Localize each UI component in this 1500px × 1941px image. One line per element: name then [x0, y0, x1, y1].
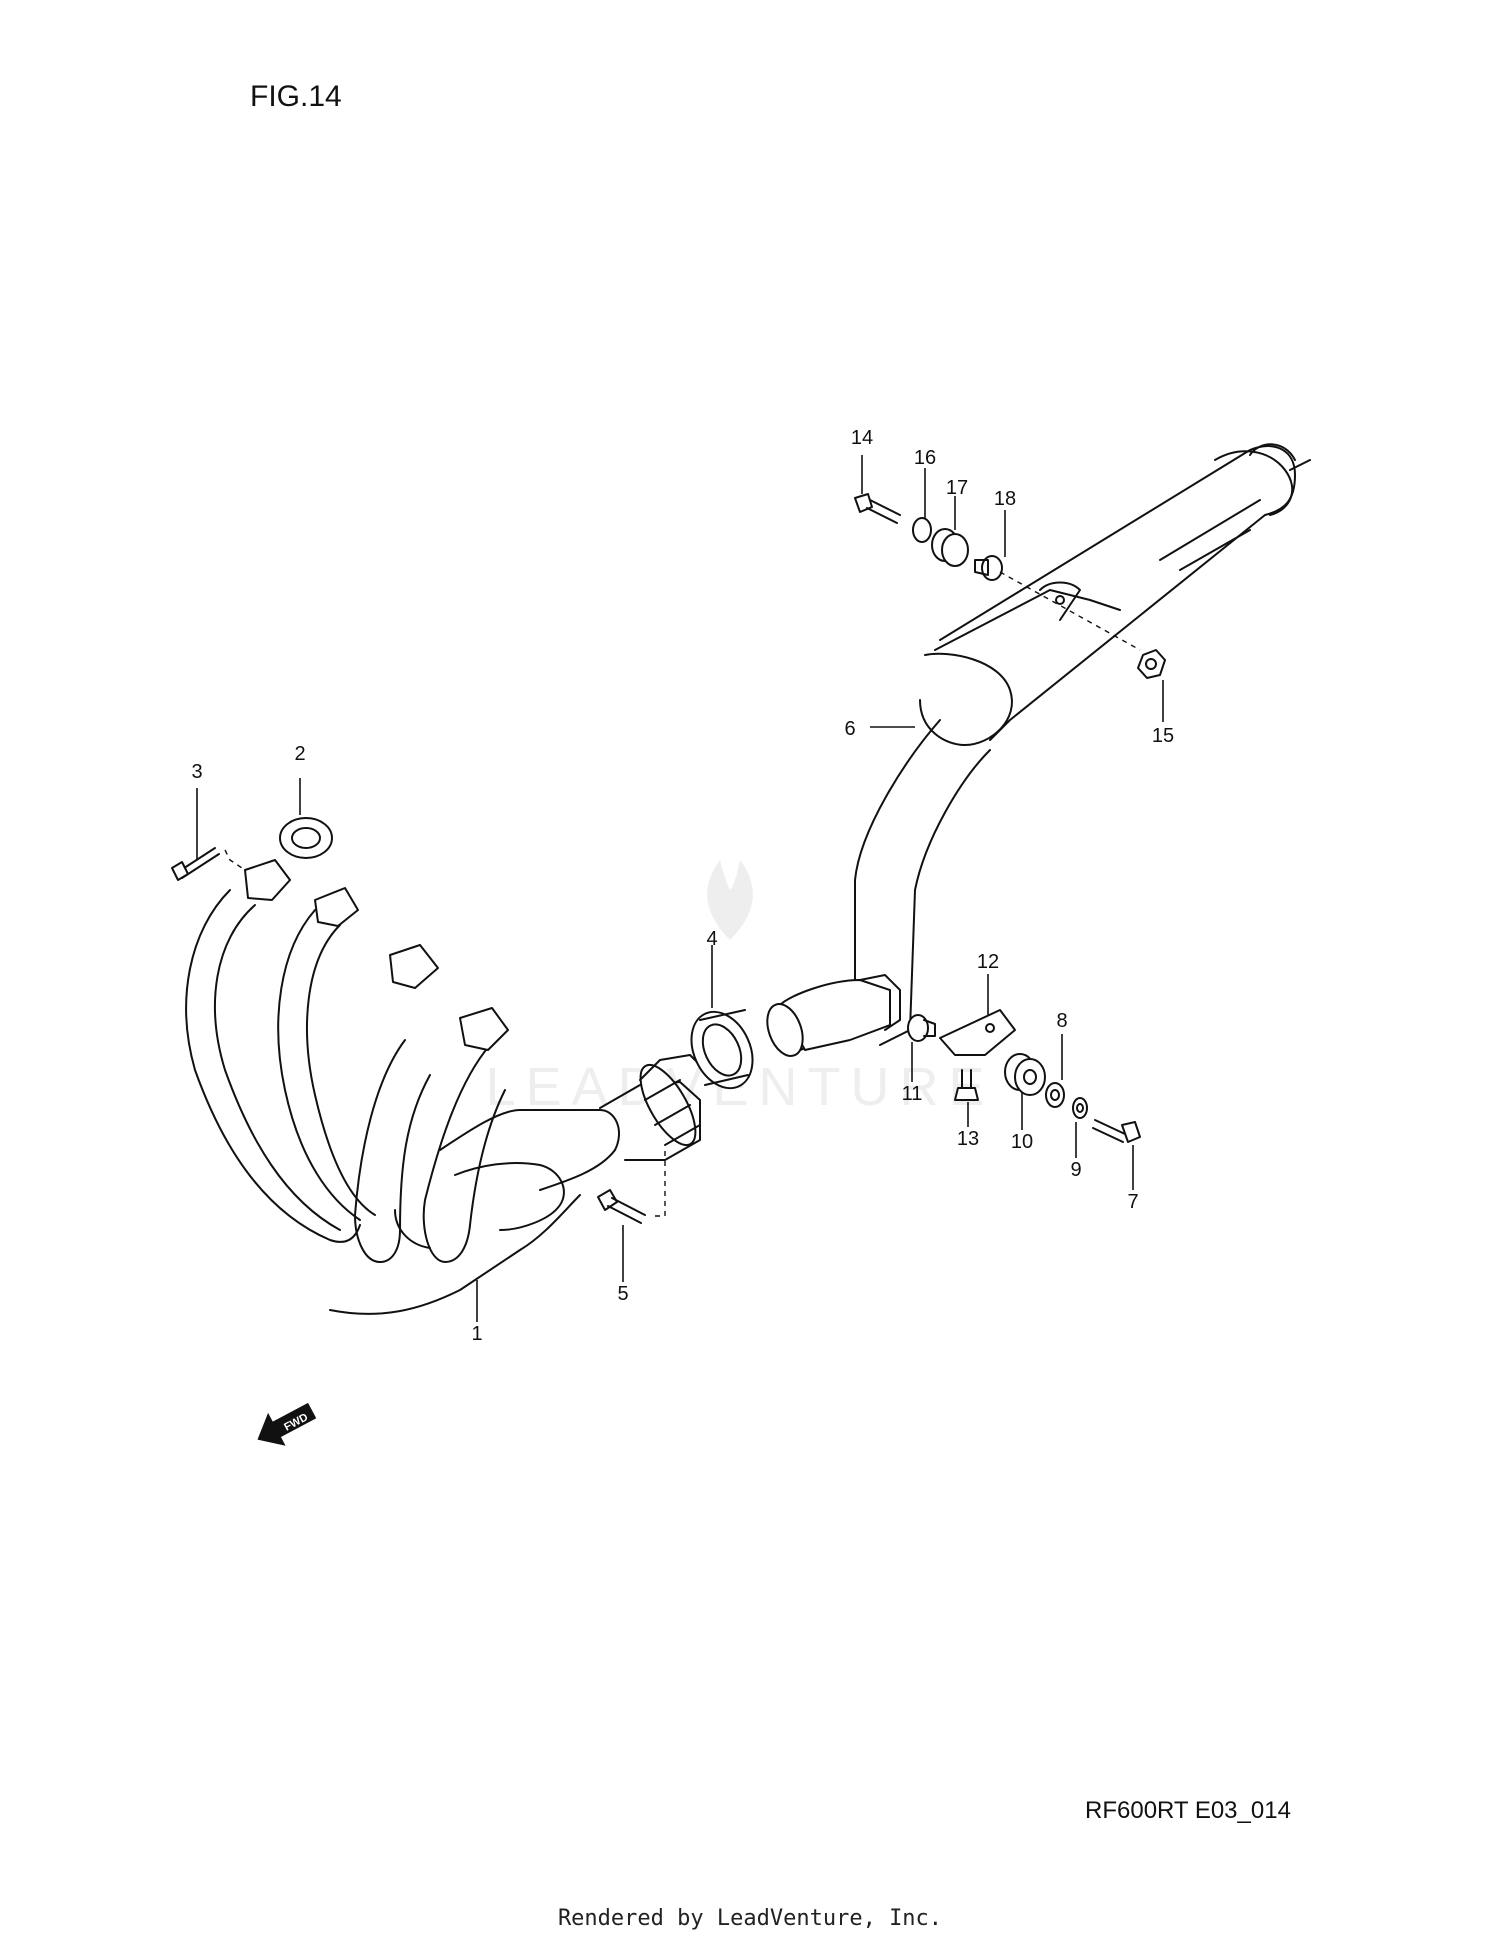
muffler[interactable] — [761, 443, 1311, 1061]
stud-bolt[interactable] — [171, 847, 246, 881]
washer-8[interactable] — [1045, 1082, 1065, 1108]
drawing-code: RF600RT E03_014 — [1085, 1797, 1291, 1824]
callout-12: 12 — [977, 951, 999, 973]
gasket-ring[interactable] — [279, 817, 333, 859]
bolt-13[interactable] — [954, 1069, 979, 1101]
callout-10: 10 — [1011, 1131, 1033, 1153]
callout-15: 15 — [1152, 725, 1174, 747]
callout-13: 13 — [957, 1128, 979, 1150]
callout-4: 4 — [706, 928, 717, 950]
callout-14: 14 — [851, 427, 873, 449]
callout-17: 17 — [946, 477, 968, 499]
callout-18: 18 — [994, 488, 1016, 510]
figure-title: FIG.14 — [250, 80, 342, 113]
rubber-cushion[interactable] — [1004, 1053, 1046, 1096]
callout-9: 9 — [1070, 1159, 1081, 1181]
collar-18[interactable] — [974, 555, 1003, 581]
fwd-arrow-icon: FWD — [257, 1402, 317, 1446]
callout-16: 16 — [914, 447, 936, 469]
callout-3: 3 — [191, 761, 202, 783]
callout-1: 1 — [471, 1323, 482, 1345]
leader-lines — [196, 455, 1164, 1322]
callout-6: 6 — [844, 718, 855, 740]
exhaust-header[interactable] — [185, 859, 706, 1315]
nut-15[interactable] — [1137, 649, 1166, 679]
callout-7: 7 — [1127, 1191, 1138, 1213]
bolt-14[interactable] — [854, 493, 901, 524]
render-credit: Rendered by LeadVenture, Inc. — [557, 1906, 943, 1931]
collar-bolt-11[interactable] — [907, 1014, 936, 1042]
exhaust-sleeve[interactable] — [680, 1002, 765, 1098]
callout-11: 11 — [902, 1083, 923, 1105]
callout-5: 5 — [617, 1283, 628, 1305]
cushion-17[interactable] — [931, 528, 969, 567]
callout-8: 8 — [1056, 1010, 1067, 1032]
washer-9[interactable] — [1072, 1097, 1088, 1119]
mounting-bolt[interactable] — [1092, 1119, 1141, 1143]
muffler-bracket[interactable] — [939, 1009, 1016, 1056]
clamp-bolt[interactable] — [597, 1150, 666, 1224]
washer-16[interactable] — [912, 517, 932, 543]
callout-2: 2 — [294, 743, 305, 765]
